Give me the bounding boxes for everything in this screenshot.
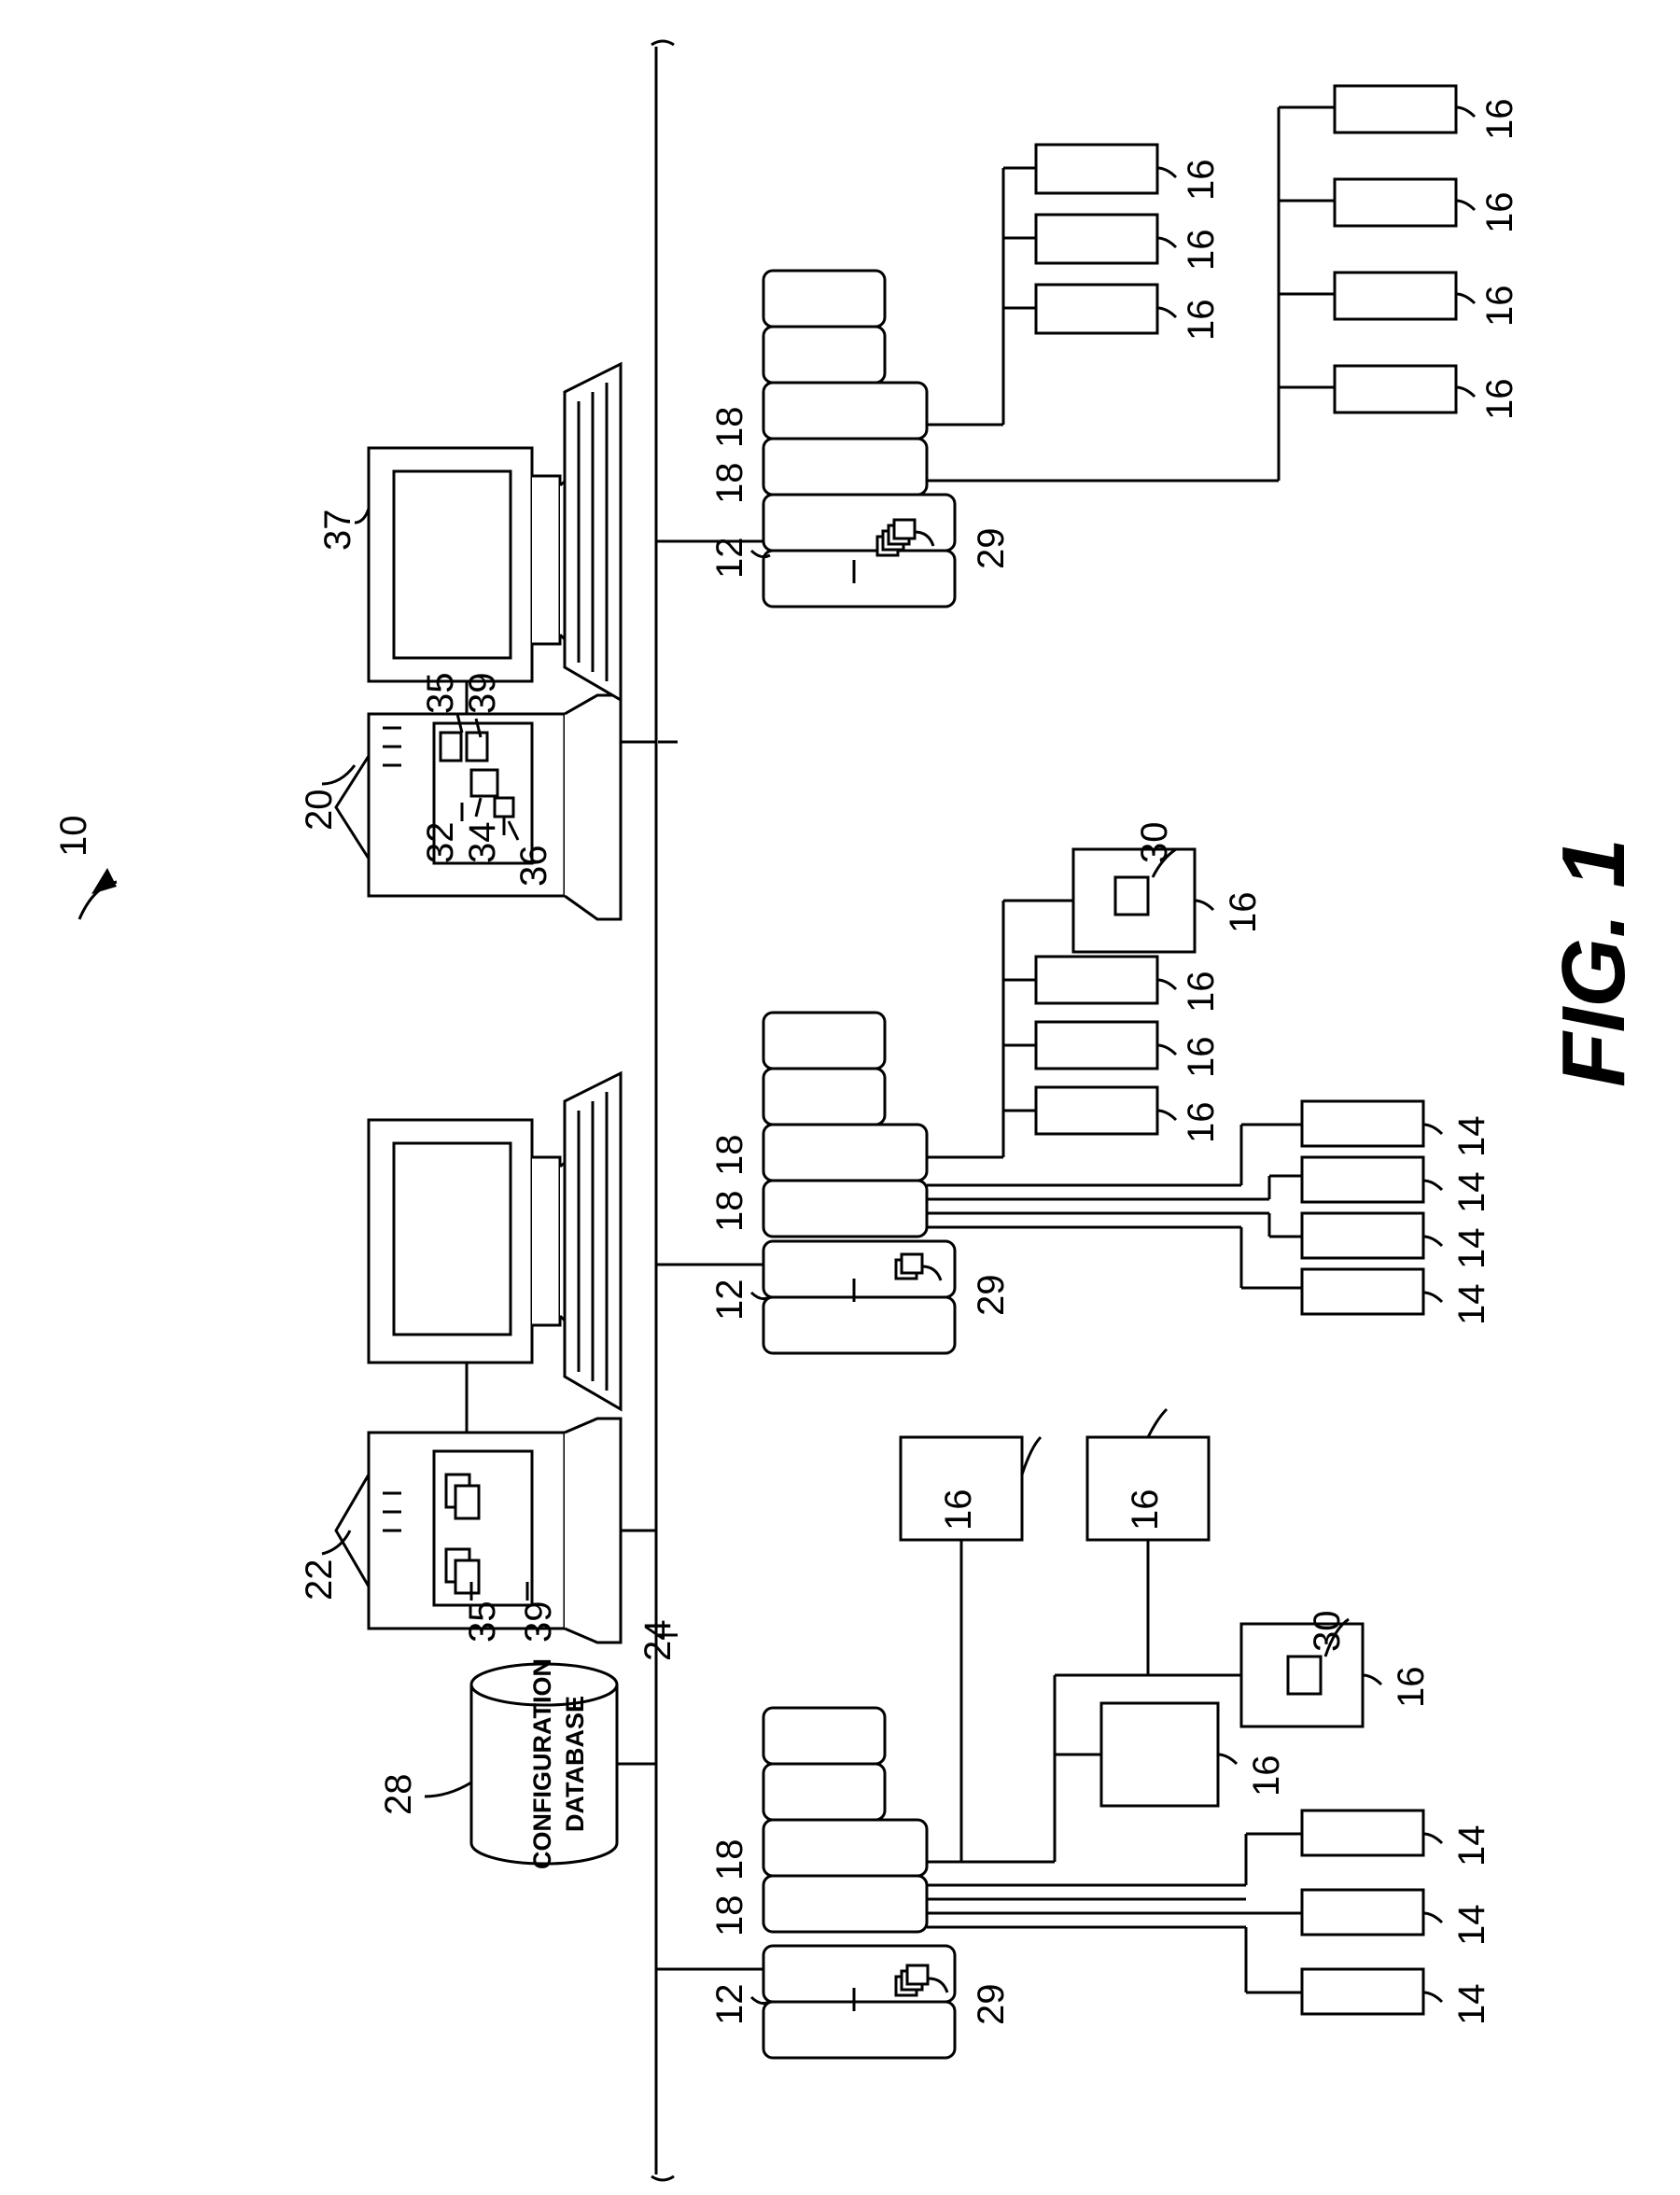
ref-b-io1: 18 [709, 1191, 750, 1233]
ref-a-blocks: 29 [971, 1984, 1012, 2026]
ref-a-16-2: 16 [1125, 1489, 1166, 1531]
ref-c-io2: 18 [709, 407, 750, 449]
ref-c-16-l1: 16 [1479, 99, 1520, 141]
ref-a-14-1: 14 [1451, 1825, 1492, 1867]
ref-b-14-3: 14 [1451, 1228, 1492, 1270]
ref-ws20-37: 37 [317, 510, 358, 552]
ref-a-16-4: 16 [1391, 1667, 1432, 1709]
ref-b-14-1: 14 [1451, 1116, 1492, 1158]
configuration-database: CONFIGURATION DATABASE [425, 1658, 656, 1869]
ref-a-14-2: 14 [1451, 1905, 1492, 1947]
ref-a-controller: 12 [709, 1984, 750, 2026]
ref-ws20-39: 39 [462, 673, 503, 715]
figure-title: FIG. 1 [1544, 838, 1644, 1087]
ref-c-16-l3: 16 [1479, 286, 1520, 328]
ref-c-controller: 12 [709, 538, 750, 580]
controller-a [656, 1437, 1423, 2058]
ref-ws20-32: 32 [420, 822, 461, 864]
ref-config-db: 28 [378, 1774, 419, 1816]
controller-c [656, 86, 1456, 607]
ref-c-16-u2: 16 [1181, 230, 1222, 272]
ref-b-16-2: 16 [1181, 1037, 1222, 1079]
ref-system: 10 [53, 816, 94, 858]
ref-ws20-34: 34 [462, 822, 503, 864]
ref-b-14-4: 14 [1451, 1284, 1492, 1326]
ref-b-16-1: 16 [1181, 972, 1222, 1014]
ref-a-30: 30 [1307, 1611, 1348, 1653]
controller-b [656, 849, 1423, 1353]
ref-b-16-3: 16 [1181, 1102, 1222, 1144]
database-label-line1: CONFIGURATION [528, 1658, 556, 1869]
ref-ws20-36: 36 [513, 846, 554, 888]
database-label-line2: DATABASE [561, 1696, 589, 1832]
ref-c-blocks: 29 [971, 528, 1012, 570]
ref-c-16-l2: 16 [1479, 192, 1520, 234]
ref-workstation-22: 22 [299, 1559, 340, 1601]
ref-a-io2: 18 [709, 1839, 750, 1881]
ref-a-16-1: 16 [938, 1489, 979, 1531]
ref-c-io1: 18 [709, 463, 750, 505]
ref-a-io1: 18 [709, 1895, 750, 1937]
ref-c-16-u1: 16 [1181, 160, 1222, 202]
ref-ws22-app2: 39 [518, 1601, 559, 1643]
ref-ws20-35: 35 [420, 673, 461, 715]
ref-network: 24 [637, 1620, 679, 1662]
ref-workstation-20: 20 [299, 790, 340, 832]
workstation-20 [336, 364, 678, 919]
ref-c-16-u3: 16 [1181, 300, 1222, 342]
ref-b-io2: 18 [709, 1135, 750, 1177]
ref-ws22-app1: 35 [462, 1601, 503, 1643]
workstation-22 [322, 1073, 656, 1643]
ref-b-30: 30 [1134, 822, 1175, 864]
ref-a-16-3: 16 [1246, 1755, 1287, 1797]
network-bus [651, 41, 678, 2180]
ref-b-blocks: 29 [971, 1275, 1012, 1317]
ref-a-14-3: 14 [1451, 1984, 1492, 2026]
ref-b-14-2: 14 [1451, 1172, 1492, 1214]
ref-c-16-l4: 16 [1479, 379, 1520, 421]
ref-b-16-4: 16 [1223, 892, 1264, 934]
ref-b-controller: 12 [709, 1279, 750, 1321]
